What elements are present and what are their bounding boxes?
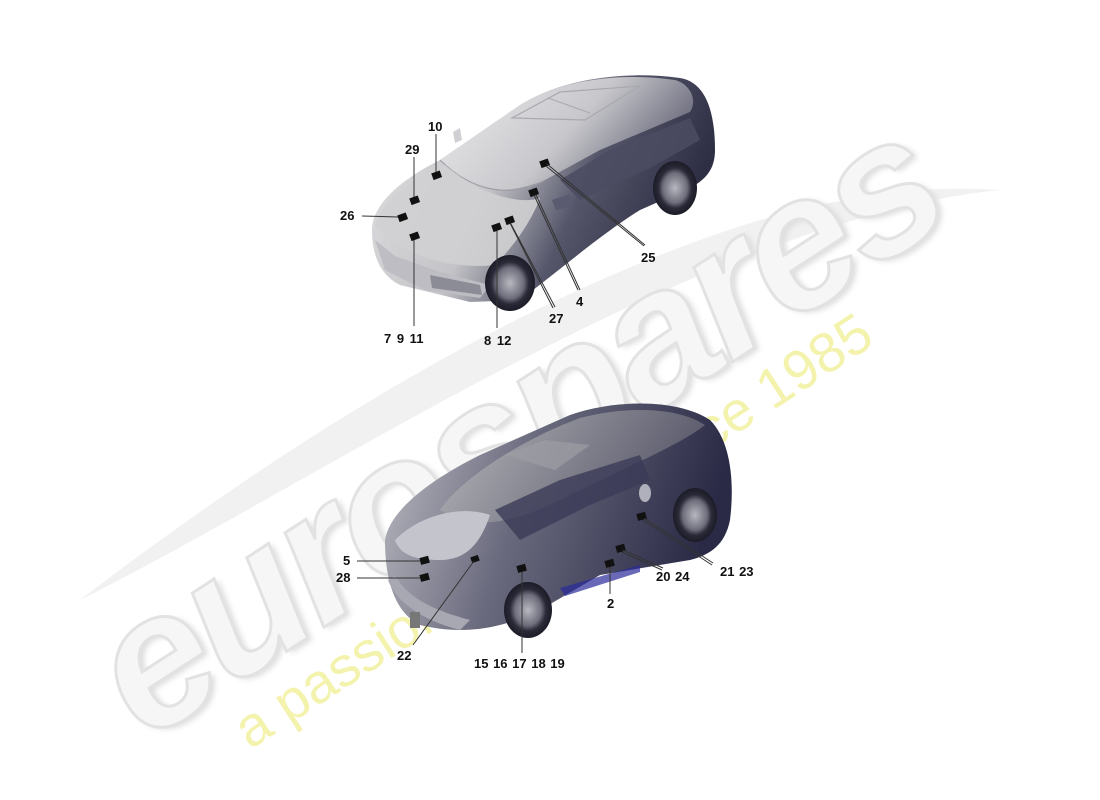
svg-text:a passion for parts since 1985: a passion for parts since 1985 — [222, 300, 883, 760]
svg-text:eurospares: eurospares — [57, 76, 982, 779]
callout-5[interactable]: 5 — [343, 553, 351, 568]
callout-20-24[interactable]: 20 24 — [656, 569, 690, 584]
svg-text:eurospares: eurospares — [52, 74, 977, 777]
rear-view-car — [385, 403, 732, 638]
callout-21-23[interactable]: 21 23 — [720, 564, 754, 579]
callout-8-12[interactable]: 8 12 — [484, 333, 512, 348]
callout-10[interactable]: 10 — [428, 119, 443, 134]
callout-25[interactable]: 25 — [641, 250, 656, 265]
watermark-brand: eurospares eurospares — [51, 73, 982, 779]
watermark-swoosh — [80, 188, 1000, 600]
rear-leader-lines — [357, 517, 714, 653]
callout-26[interactable]: 26 — [340, 208, 355, 223]
callout-4[interactable]: 4 — [576, 294, 584, 309]
callout-22[interactable]: 22 — [397, 648, 412, 663]
callout-29[interactable]: 29 — [405, 142, 420, 157]
watermark-tagline: a passion for parts since 1985 — [222, 300, 883, 760]
callout-15-16-17-18-19[interactable]: 15 16 17 18 19 — [474, 656, 565, 671]
callout-7-9-11[interactable]: 7 9 11 — [384, 331, 424, 346]
callout-2[interactable]: 2 — [607, 596, 615, 611]
callout-27[interactable]: 27 — [549, 311, 564, 326]
callout-28[interactable]: 28 — [336, 570, 351, 585]
front-leader-lines — [361, 134, 646, 328]
front-view-car — [372, 75, 715, 311]
